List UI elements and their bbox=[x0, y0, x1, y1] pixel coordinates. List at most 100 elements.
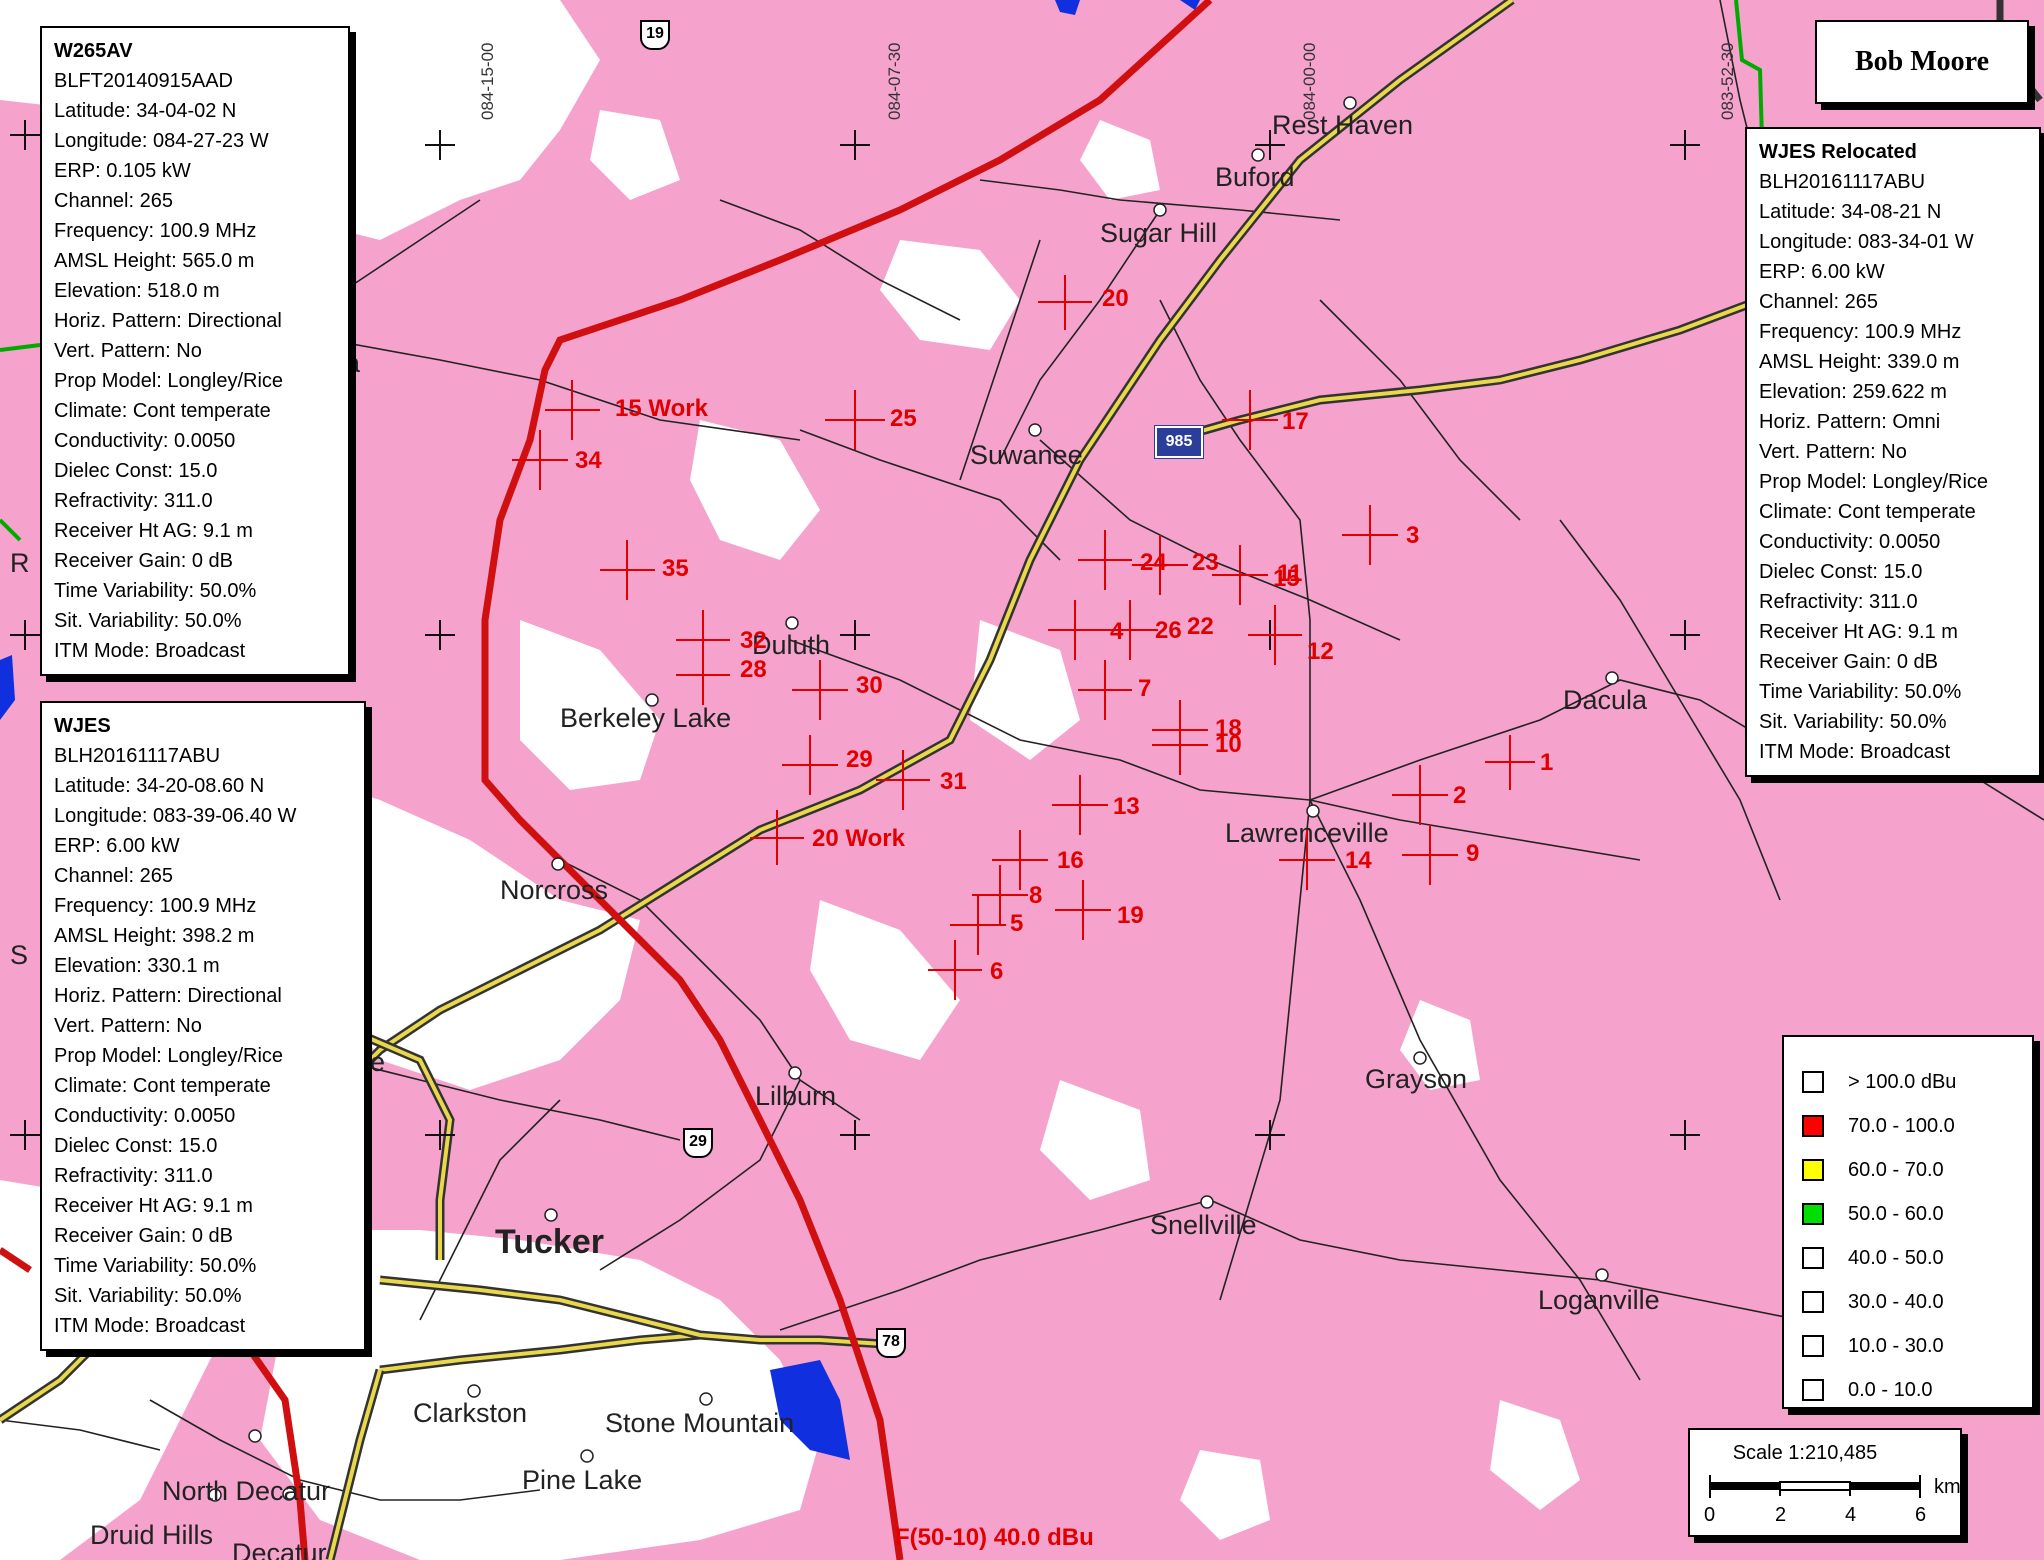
route-shield: 78 bbox=[876, 1328, 906, 1358]
marker-label: 29 bbox=[846, 746, 873, 773]
sit-variability: Sit. Variability: 50.0% bbox=[54, 1285, 242, 1307]
amsl-height: AMSL Height: 398.2 m bbox=[54, 925, 255, 947]
refractivity: Refractivity: 311.0 bbox=[1759, 591, 1918, 613]
climate: Climate: Cont temperate bbox=[54, 400, 271, 422]
receiver-gain: Receiver Gain: 0 dB bbox=[54, 550, 233, 572]
marker-label: 18 bbox=[1215, 715, 1242, 742]
prop-model: Prop Model: Longley/Rice bbox=[1759, 471, 1989, 493]
sit-variability: Sit. Variability: 50.0% bbox=[1759, 711, 1947, 733]
marker-label: 13 bbox=[1113, 793, 1140, 820]
scale-tick: 6 bbox=[1915, 1504, 1927, 1526]
vert-pattern: Vert. Pattern: No bbox=[54, 340, 202, 362]
erp: ERP: 6.00 kW bbox=[1759, 261, 1885, 283]
town-label: R bbox=[10, 548, 30, 578]
town-label: S bbox=[10, 940, 29, 970]
town-label: Norcross bbox=[500, 875, 609, 905]
frequency: Frequency: 100.9 MHz bbox=[54, 220, 257, 242]
station-info-w265av: W265AV BLFT20140915AAD Latitude: 34-04-0… bbox=[40, 26, 350, 676]
town-label: Lawrenceville bbox=[1225, 818, 1389, 848]
receiver-height: Receiver Ht AG: 9.1 m bbox=[54, 520, 253, 542]
legend-label: > 100.0 dBu bbox=[1848, 1070, 1957, 1093]
marker-label: 26 bbox=[1155, 617, 1182, 644]
station-id: WJES bbox=[54, 715, 111, 737]
legend-swatch bbox=[1802, 1071, 1824, 1093]
legend-swatch bbox=[1802, 1115, 1824, 1137]
climate: Climate: Cont temperate bbox=[1759, 501, 1976, 523]
station-id: W265AV bbox=[54, 40, 133, 62]
town-dots bbox=[208, 96, 1619, 1502]
legend-swatch bbox=[1802, 1203, 1824, 1225]
legend-item: > 100.0 dBu bbox=[1802, 1067, 1956, 1097]
vert-pattern: Vert. Pattern: No bbox=[54, 1015, 202, 1037]
grid-label: 084-15-00 bbox=[478, 42, 497, 120]
horiz-pattern: Horiz. Pattern: Directional bbox=[54, 310, 282, 332]
dielec-const: Dielec Const: 15.0 bbox=[54, 1135, 218, 1157]
station-id: WJES Relocated bbox=[1759, 141, 1917, 163]
latitude: Latitude: 34-20-08.60 N bbox=[54, 775, 265, 797]
town-label: Tucker bbox=[495, 1223, 604, 1261]
marker-label: 7 bbox=[1138, 675, 1152, 702]
sit-variability: Sit. Variability: 50.0% bbox=[54, 610, 242, 632]
legend-item: 70.0 - 100.0 bbox=[1802, 1111, 1955, 1141]
scale-tick: 4 bbox=[1845, 1504, 1857, 1526]
grid-label: 084-00-00 bbox=[1300, 42, 1319, 120]
town-label: Suwanee bbox=[970, 440, 1083, 470]
legend-label: 70.0 - 100.0 bbox=[1848, 1114, 1955, 1137]
marker-label: 8 bbox=[1029, 882, 1043, 909]
signal-legend: > 100.0 dBu 70.0 - 100.0 60.0 - 70.0 50.… bbox=[1782, 1035, 2034, 1409]
marker-label: 6 bbox=[990, 958, 1004, 985]
marker-label: 28 bbox=[740, 656, 767, 683]
prop-model: Prop Model: Longley/Rice bbox=[54, 370, 284, 392]
town-label: Snellville bbox=[1150, 1210, 1257, 1240]
receiver-height: Receiver Ht AG: 9.1 m bbox=[54, 1195, 253, 1217]
marker-label: 31 bbox=[940, 768, 967, 795]
prop-model: Prop Model: Longley/Rice bbox=[54, 1045, 284, 1067]
elevation: Elevation: 259.622 m bbox=[1759, 381, 1947, 403]
amsl-height: AMSL Height: 339.0 m bbox=[1759, 351, 1960, 373]
route-shield: 19 bbox=[640, 20, 670, 50]
marker-label: 23 bbox=[1192, 549, 1219, 576]
marker-label: 5 bbox=[1010, 910, 1024, 937]
marker-label: 15 Work bbox=[615, 395, 708, 422]
legend-swatch bbox=[1802, 1379, 1824, 1401]
minor-roads bbox=[0, 0, 2044, 1501]
dielec-const: Dielec Const: 15.0 bbox=[1759, 561, 1923, 583]
marker-label: 20 bbox=[1102, 285, 1129, 312]
marker-label: 15 bbox=[1273, 565, 1300, 592]
legend-item: 30.0 - 40.0 bbox=[1802, 1287, 1944, 1317]
refractivity: Refractivity: 311.0 bbox=[54, 1165, 213, 1187]
legend-label: 10.0 - 30.0 bbox=[1848, 1334, 1944, 1357]
scale-bar: Scale 1:210,485 0 2 4 6 km bbox=[1688, 1428, 1962, 1537]
app-id: BLFT20140915AAD bbox=[54, 70, 234, 92]
time-variability: Time Variability: 50.0% bbox=[1759, 681, 1962, 703]
channel: Channel: 265 bbox=[54, 190, 173, 212]
legend-item: 0.0 - 10.0 bbox=[1802, 1375, 1933, 1405]
scale-tick: 0 bbox=[1704, 1504, 1716, 1526]
grid-crosses bbox=[10, 120, 1700, 1150]
town-label: Rest Haven bbox=[1272, 110, 1414, 140]
scale-tick: 2 bbox=[1775, 1504, 1787, 1526]
itm-mode: ITM Mode: Broadcast bbox=[54, 1315, 246, 1337]
town-label: Sugar Hill bbox=[1100, 218, 1218, 248]
channel: Channel: 265 bbox=[54, 865, 173, 887]
marker-label: 17 bbox=[1282, 408, 1309, 435]
dielec-const: Dielec Const: 15.0 bbox=[54, 460, 218, 482]
erp: ERP: 6.00 kW bbox=[54, 835, 180, 857]
climate: Climate: Cont temperate bbox=[54, 1075, 271, 1097]
vert-pattern: Vert. Pattern: No bbox=[1759, 441, 1907, 463]
app-id: BLH20161117ABU bbox=[54, 745, 221, 767]
town-label: Decatur bbox=[232, 1538, 327, 1560]
marker-label: 10 bbox=[1215, 731, 1242, 758]
receiver-height: Receiver Ht AG: 9.1 m bbox=[1759, 621, 1958, 643]
elevation: Elevation: 518.0 m bbox=[54, 280, 220, 302]
marker-label: 2 bbox=[1453, 782, 1467, 809]
lake-water bbox=[770, 1360, 850, 1460]
marker-label: 35 bbox=[662, 555, 689, 582]
interstate-shield: 985 bbox=[1154, 425, 1204, 459]
contour-label: F(50-10) 40.0 dBu bbox=[895, 1524, 1094, 1551]
scale-title: Scale 1:210,485 bbox=[1732, 1442, 1878, 1464]
marker-label: 24 bbox=[1140, 549, 1167, 576]
marker-label: 12 bbox=[1307, 638, 1334, 665]
latitude: Latitude: 34-08-21 N bbox=[1759, 201, 1942, 223]
